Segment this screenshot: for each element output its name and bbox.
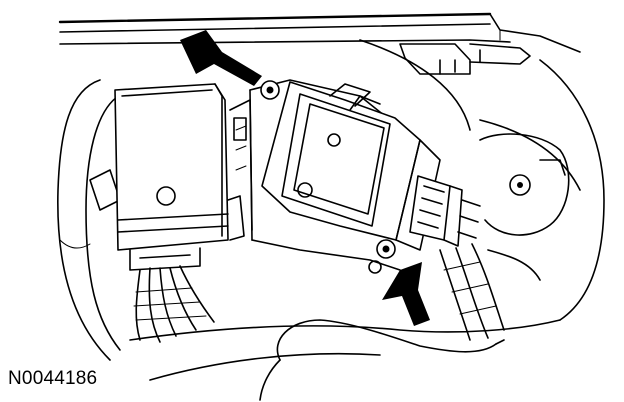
loose-wire xyxy=(259,319,505,401)
relay-connector xyxy=(409,175,481,247)
relay-module xyxy=(261,81,441,251)
right-wire-harness xyxy=(439,243,541,341)
arrow-icon xyxy=(180,30,430,326)
left-control-module xyxy=(114,83,253,271)
upper-bracket xyxy=(58,12,581,75)
module-mounting-bracket xyxy=(249,79,401,274)
figure-identifier: N0044186 xyxy=(8,368,98,389)
body-panel-contours xyxy=(57,39,605,381)
left-wire-harness xyxy=(133,265,215,343)
right-mount-plate xyxy=(479,133,570,236)
